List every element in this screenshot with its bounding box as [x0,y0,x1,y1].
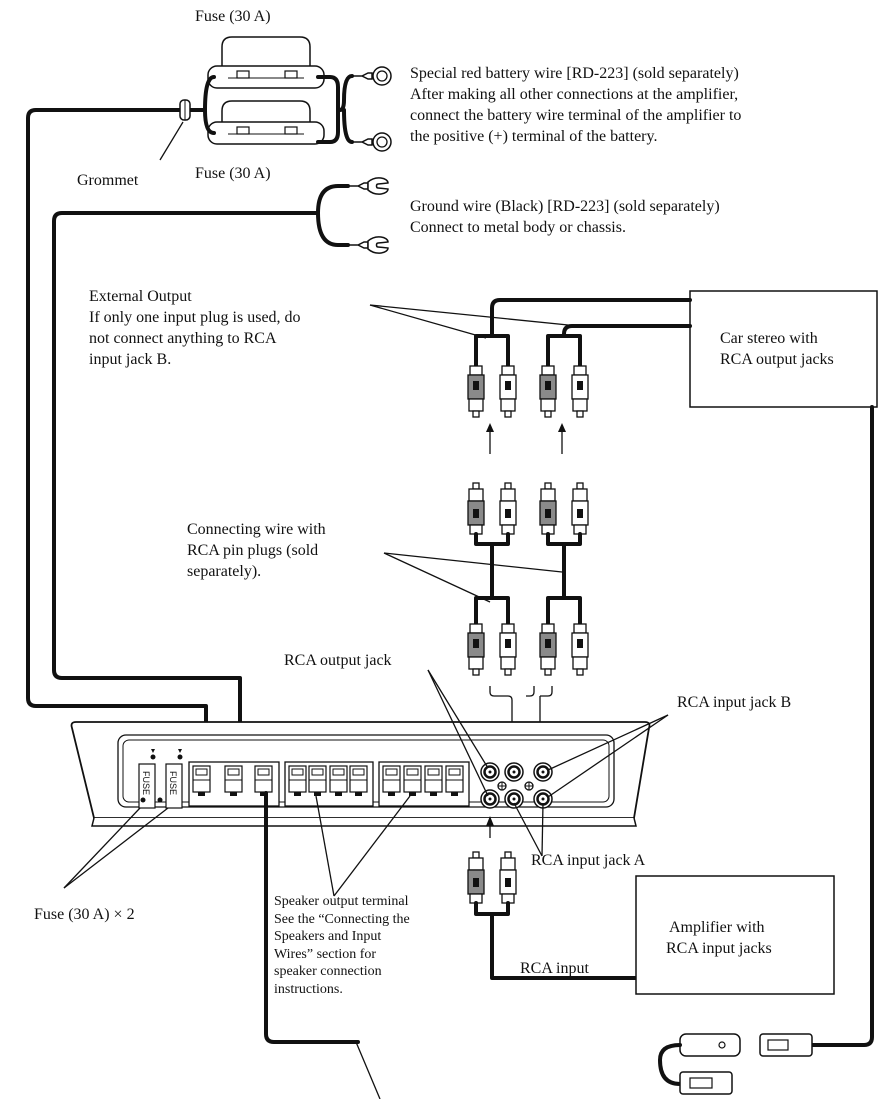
rca-plug-white [571,623,589,676]
ground-fork-terminal [347,236,389,254]
rca-input-jack-a-label: RCA input jack A [531,852,646,869]
ground-wire [52,211,320,728]
speaker-terminal-1 [284,761,374,807]
connecting-wire-text: Connecting wire with RCA pin plugs (sold… [187,521,326,580]
rca-output-jack [479,761,501,783]
rca-plug-red [539,623,557,676]
fuse-holder-bottom [207,100,325,145]
car-stereo-label: Car stereo with RCA output jacks [720,330,834,368]
fuse-slot [138,749,183,809]
rca-input-jack-b-label: RCA input jack B [677,694,792,711]
car-stereo-box [689,290,878,408]
grommet [179,99,191,121]
rca-plug-red [467,623,485,676]
ground-wire-text: Ground wire (Black) [RD-223] (sold separ… [410,198,720,236]
rca-input-jack-a [503,788,525,810]
battery-ring-terminal [351,132,392,152]
fuse-holder-top [207,36,325,89]
rca-plug-white [571,482,589,535]
rca-jack-panel [479,761,554,810]
rca-plug-white [499,482,517,535]
bullet-connector [658,1033,813,1095]
rca-plug-red [539,365,557,418]
rca-plug-red [467,365,485,418]
rca-input-jack-b [503,761,525,783]
rca-output-jack-label: RCA output jack [284,652,392,669]
rca-plug-red [467,482,485,535]
arrow-icon [486,423,566,454]
fuse-x2-label: Fuse (30 A) × 2 [34,906,135,923]
ground-fork-terminal [347,177,389,195]
external-amplifier-box [635,875,835,995]
battery-ring-terminal [351,66,392,86]
fuse-slot-text: FUSE [141,770,152,796]
rca-plug-white [499,623,517,676]
speaker-terminal-2 [378,761,470,807]
rca-plug-red [539,482,557,535]
rca-plug-white [499,851,517,904]
external-output-text: External Output If only one input plug i… [89,288,301,368]
battery-wire [26,108,208,728]
fuse-bottom-label: Fuse (30 A) [195,165,271,182]
rca-plug-red [467,851,485,904]
rca-output-jack [479,788,501,810]
fuse-top-label: Fuse (30 A) [195,8,271,25]
amplifier-label: Amplifier with RCA input jacks [666,919,772,957]
battery-wire-text: Special red battery wire [RD-223] (sold … [410,65,742,145]
grommet-label: Grommet [77,172,139,189]
rca-input-jack-b [532,761,554,783]
speaker-output-text: Speaker output terminal See the “Connect… [274,894,410,997]
fuse-slot-text: FUSE [168,770,179,796]
rca-input-label: RCA input [520,960,589,977]
rca-plug-white [571,365,589,418]
rca-plug-white [499,365,517,418]
